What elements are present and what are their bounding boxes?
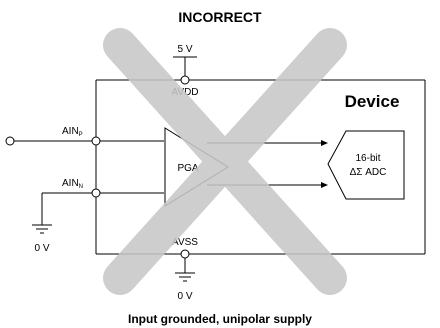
- avdd-pin-node: [180, 75, 190, 85]
- adc-type-label: ΔΣ ADC: [350, 167, 387, 178]
- pga-label: PGA: [177, 163, 198, 174]
- ainn-pin-node: [91, 188, 101, 198]
- title: INCORRECT: [178, 9, 262, 25]
- input-terminal-node: [5, 136, 15, 146]
- avss-pin-node: [180, 249, 190, 259]
- avdd-voltage-label: 5 V: [177, 44, 192, 55]
- ground-symbol-icon: [175, 272, 195, 282]
- adc-block: 16-bit ΔΣ ADC: [327, 130, 405, 200]
- device-label: Device: [345, 92, 400, 111]
- caption: Input grounded, unipolar supply: [128, 312, 312, 326]
- avss-supply: AVSS 0 V: [172, 237, 198, 302]
- ainp-pin-node: [91, 136, 101, 146]
- avss-pin-label: AVSS: [172, 237, 198, 248]
- ground-symbol-icon: [32, 224, 52, 234]
- avss-ground-label: 0 V: [177, 291, 192, 302]
- adc-resolution-label: 16-bit: [355, 153, 380, 164]
- ainn-label: AINN: [62, 178, 83, 190]
- ainp-label: AINP: [62, 126, 83, 138]
- ainn-input: 0 V AINN: [32, 178, 164, 254]
- ainn-ground-label: 0 V: [34, 243, 49, 254]
- ainp-input: AINP: [5, 126, 164, 146]
- incorrect-cross-icon: [103, 28, 347, 295]
